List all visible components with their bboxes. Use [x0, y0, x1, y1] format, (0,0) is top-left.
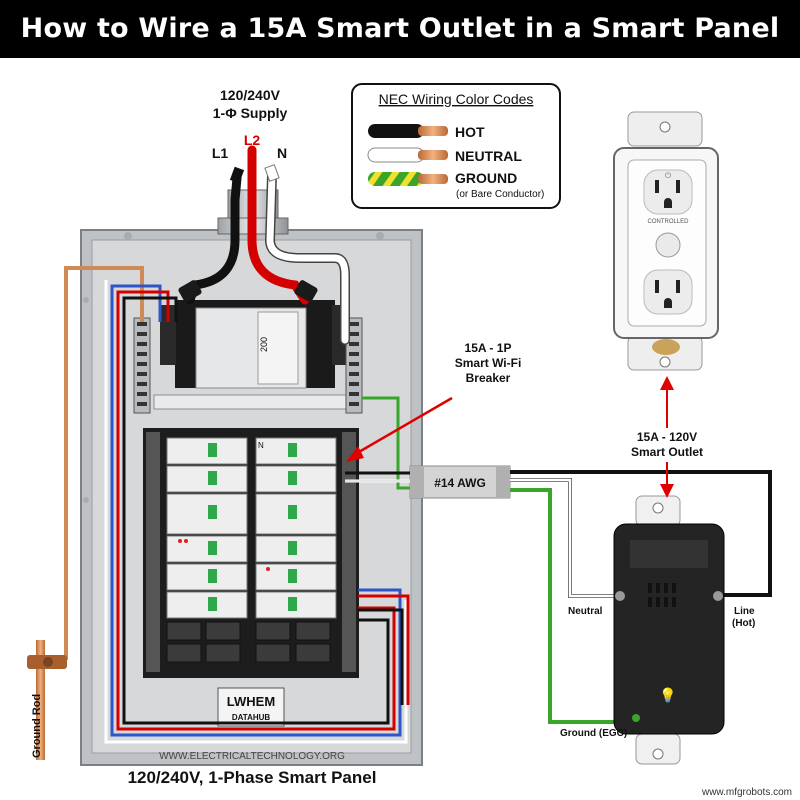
- panel-brand: LWHEM: [227, 694, 275, 709]
- lug: [178, 280, 202, 302]
- panel-caption: 120/240V, 1-Phase Smart Panel: [128, 768, 377, 787]
- panel-watermark: WWW.ELECTRICALTECHNOLOGY.ORG: [159, 751, 345, 762]
- wire-label-ground: Ground (EGC): [560, 728, 627, 739]
- ground-rod-label: Ground Rod: [31, 694, 43, 758]
- breaker-label-line1: 15A - 1P: [465, 341, 512, 355]
- wire-label-neutral: Neutral: [568, 606, 603, 617]
- smart-outlet-front: CONTROLLED ⏻: [613, 111, 719, 371]
- outlet-label-line1: 15A - 120V: [637, 430, 697, 444]
- breaker-label-line2: Smart Wi-Fi: [455, 356, 522, 370]
- smart-outlet-back: 💡: [613, 495, 725, 765]
- wire-label-line: Line: [734, 606, 755, 617]
- supply-n-label: N: [277, 145, 287, 161]
- legend-neutral: NEUTRAL: [455, 148, 522, 164]
- wire-ground-panel: [362, 396, 420, 490]
- wiring-diagram: 200: [27, 83, 792, 798]
- legend-title: NEC Wiring Color Codes: [379, 91, 534, 107]
- supply-label-line1: 120/240V: [220, 87, 281, 103]
- ground-rod: [27, 640, 67, 760]
- bus-wire-blue: [110, 284, 402, 737]
- arrow-to-breaker: [351, 396, 453, 458]
- wire-l2: [247, 145, 310, 305]
- neutral-bar-left: [133, 317, 151, 414]
- page-title: How to Wire a 15A Smart Outlet in a Smar…: [0, 0, 800, 58]
- neutral-bar-right: [345, 317, 363, 414]
- legend-hot: HOT: [455, 124, 485, 140]
- supply-l2-label: L2: [244, 132, 261, 148]
- bus-wire-red: [116, 290, 396, 731]
- supply-label-line2: 1-Φ Supply: [213, 105, 288, 121]
- panel-brand-label: LWHEM DATAHUB: [217, 687, 285, 727]
- breaker-label-line3: Breaker: [466, 371, 511, 385]
- color-code-legend: NEC Wiring Color Codes HOT NEUTRAL GROUN…: [351, 83, 561, 209]
- n-mark: N: [258, 441, 264, 450]
- supply-l1-label: L1: [212, 145, 229, 161]
- wire-l1: [185, 173, 242, 305]
- main-breaker-rating: 200: [259, 337, 269, 352]
- controlled-label: CONTROLLED: [647, 219, 689, 225]
- ground-conductor: [64, 266, 144, 660]
- wire-line-hot: [510, 470, 772, 597]
- legend-ground: GROUND: [455, 170, 517, 186]
- power-icon: ⏻: [665, 171, 672, 180]
- bulb-icon: 💡: [659, 687, 676, 704]
- wire-neutral-outlet: [510, 478, 622, 598]
- outlet-button: [655, 232, 681, 258]
- nm-cable: #14 AWG: [409, 465, 511, 499]
- outlet-label-line2: Smart Outlet: [631, 445, 703, 459]
- bus-wire-black: [122, 296, 390, 725]
- lug: [294, 280, 318, 302]
- panel-brand-sub: DATAHUB: [232, 713, 271, 722]
- main-breaker: 200: [153, 300, 355, 410]
- wire-label-hot: (Hot): [732, 618, 755, 629]
- wire-ground-outlet: [510, 488, 636, 724]
- cable-gauge-label: #14 AWG: [434, 476, 486, 490]
- legend-ground-sub: (or Bare Conductor): [456, 189, 544, 200]
- source-credit: www.mfgrobots.com: [701, 787, 792, 798]
- branch-breakers: N N N N: [143, 428, 359, 678]
